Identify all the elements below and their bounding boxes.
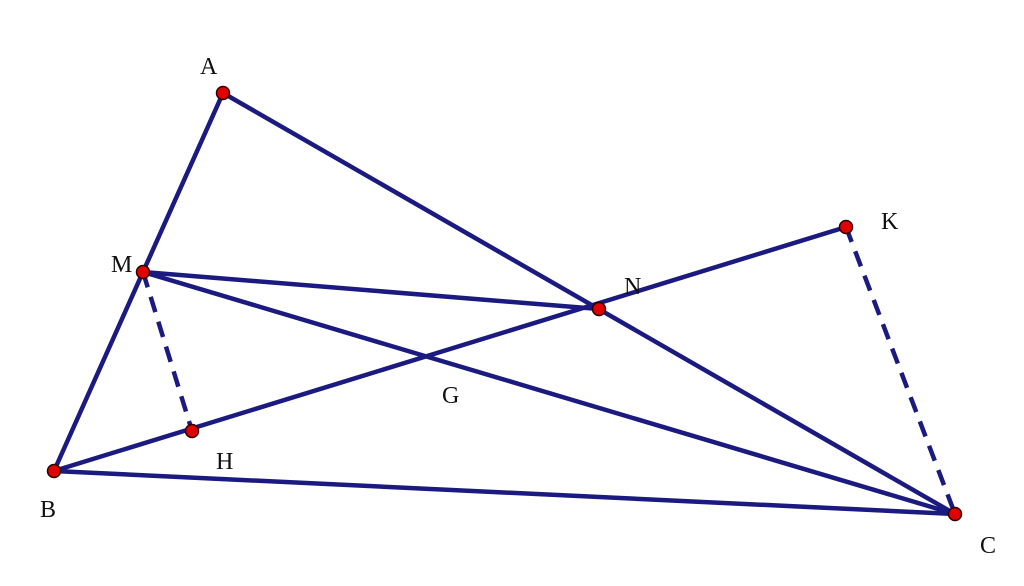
label-B: B	[40, 497, 56, 523]
segment-AC	[220, 90, 958, 517]
label-A: A	[200, 54, 218, 80]
label-C: C	[980, 533, 996, 559]
segment-MN	[140, 269, 602, 312]
segments-layer	[51, 90, 958, 517]
label-G: G	[442, 383, 459, 409]
label-M: M	[111, 252, 132, 278]
point-M	[135, 264, 151, 280]
point-A	[215, 85, 231, 101]
segment-KC-dashed	[843, 226, 958, 515]
label-H: H	[216, 449, 233, 475]
segment-BC	[51, 468, 958, 517]
label-K: K	[881, 209, 899, 235]
labels-layer: A B C M N K H G	[40, 54, 996, 559]
segment-MC	[140, 269, 958, 517]
segment-BK	[51, 224, 849, 474]
point-C	[947, 506, 963, 522]
point-H	[184, 423, 200, 439]
segment-MH-dashed	[140, 271, 195, 432]
point-N	[591, 301, 607, 317]
point-K	[838, 219, 854, 235]
segment-AB	[51, 90, 226, 474]
label-N: N	[624, 274, 641, 300]
point-B	[46, 463, 62, 479]
points-layer	[46, 85, 963, 522]
